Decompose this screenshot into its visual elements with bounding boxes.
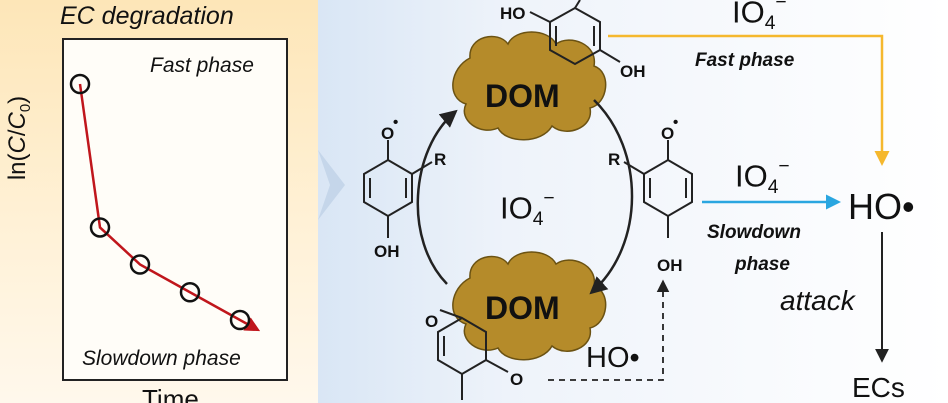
right-radical-dot: • bbox=[673, 114, 679, 131]
data-point-2 bbox=[89, 217, 111, 238]
fast-phase-label: Fast phase bbox=[695, 50, 795, 71]
chevron-right-icon bbox=[318, 150, 345, 220]
left-oh-label: OH bbox=[374, 242, 400, 261]
dom-cloud-bottom bbox=[452, 251, 607, 361]
top-ho-label: HO bbox=[500, 4, 526, 23]
hydroquinone-top-structure bbox=[529, 0, 621, 66]
data-point-4 bbox=[179, 281, 201, 303]
fast-phase-arrow bbox=[608, 34, 890, 166]
right-r-label: R bbox=[608, 150, 621, 169]
oxidant-label-center: IO4− bbox=[500, 188, 555, 231]
top-oh-label: OH bbox=[620, 62, 646, 81]
phenoxyl-radical-right-structure bbox=[623, 140, 693, 238]
right-o-label: O bbox=[661, 124, 675, 143]
target-ecs-label: ECs bbox=[852, 372, 905, 403]
quinone-o-bottom-label: O bbox=[510, 370, 524, 389]
oxidant-label-right: IO4− bbox=[735, 156, 790, 199]
quinone-bottom-structure bbox=[437, 309, 509, 400]
hydroxyl-radical-label: HO• bbox=[848, 186, 915, 227]
cycle-arrow-right bbox=[589, 99, 634, 295]
dashed-regeneration-arrow bbox=[548, 279, 670, 381]
x-axis-label: Time bbox=[142, 384, 199, 403]
left-r-label: R bbox=[434, 150, 447, 169]
hydroxyl-radical-bottom-label: HO• bbox=[586, 342, 640, 374]
attack-label: attack bbox=[780, 285, 855, 316]
chart-marks bbox=[69, 73, 261, 332]
phenoxyl-radical-left-structure bbox=[363, 140, 433, 238]
plot-title: EC degradation bbox=[60, 2, 234, 30]
cycle-arrow-left bbox=[416, 109, 458, 285]
data-point-1 bbox=[69, 73, 91, 95]
dom-label-bottom: DOM bbox=[485, 290, 560, 326]
left-o-label: O bbox=[381, 124, 395, 143]
left-radical-dot: • bbox=[393, 114, 399, 131]
data-point-5 bbox=[229, 309, 251, 331]
slowdown-phase-annotation: Slowdown phase bbox=[82, 347, 241, 370]
slowdown-phase-label-line1: Slowdown bbox=[707, 222, 801, 243]
slowdown-phase-label-line2: phase bbox=[735, 254, 790, 275]
degradation-curve-line bbox=[78, 83, 261, 332]
oxidant-label-top: IO4− bbox=[732, 0, 787, 35]
dom-label-top: DOM bbox=[485, 78, 560, 114]
quinone-o-top-label: O bbox=[425, 312, 439, 331]
fast-phase-annotation: Fast phase bbox=[150, 54, 254, 77]
right-oh-label: OH bbox=[657, 256, 683, 275]
data-point-3 bbox=[129, 254, 151, 275]
